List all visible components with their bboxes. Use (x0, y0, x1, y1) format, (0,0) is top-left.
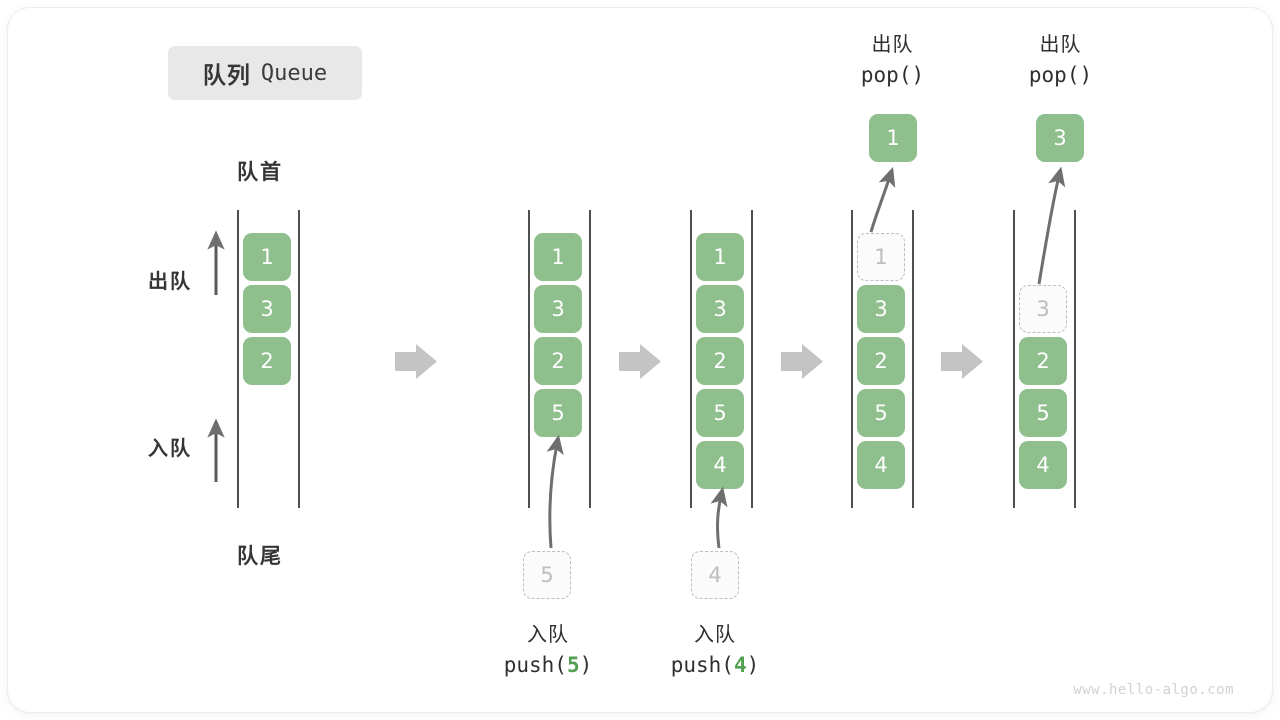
pop-1-caption: 出队 pop() (805, 30, 980, 92)
pop-caption-code: pop() (1028, 63, 1093, 87)
rail-right-col4 (912, 210, 914, 508)
queue-front-label: 队首 (237, 161, 283, 184)
push-code-prefix: push( (670, 653, 734, 677)
title-english: Queue (260, 60, 328, 86)
pop-3-caption: 出队 pop() (973, 30, 1148, 92)
queue-cell: 5 (534, 389, 582, 437)
queue-cell: 3 (696, 285, 744, 333)
queue-cell: 1 (696, 233, 744, 281)
rail-left-col5 (1013, 210, 1015, 508)
rail-left-col3 (690, 210, 692, 508)
popped-ghost-cell: 1 (857, 233, 905, 281)
title-chinese: 队列 (202, 62, 251, 88)
rail-left-col2 (528, 210, 530, 508)
push-4-caption: 入队 push(4) (615, 620, 815, 682)
popped-ghost-cell: 3 (1019, 285, 1067, 333)
push-code-suffix: ) (579, 653, 593, 677)
outgoing-cell: 3 (1036, 114, 1084, 162)
watermark: www.hello-algo.com (1073, 682, 1234, 698)
queue-cell: 4 (1019, 441, 1067, 489)
rail-left-col1 (237, 210, 239, 508)
queue-cell: 2 (857, 337, 905, 385)
push-caption-code: push(5) (448, 650, 648, 682)
pop-caption-chinese: 出队 (871, 34, 914, 56)
queue-cell: 4 (696, 441, 744, 489)
rail-right-col1 (298, 210, 300, 508)
pop-caption-code: pop() (860, 63, 925, 87)
rail-right-col2 (589, 210, 591, 508)
push-caption-chinese: 入队 (694, 624, 736, 646)
push-code-number: 4 (733, 653, 747, 677)
rail-left-col4 (851, 210, 853, 508)
pop-caption-chinese: 出队 (1039, 34, 1082, 56)
rail-right-col5 (1074, 210, 1076, 508)
queue-cell: 2 (1019, 337, 1067, 385)
queue-cell (1019, 233, 1067, 281)
queue-cell: 3 (534, 285, 582, 333)
push-code-suffix: ) (746, 653, 760, 677)
rail-right-col3 (751, 210, 753, 508)
push-caption-code: push(4) (615, 650, 815, 682)
queue-cell: 5 (857, 389, 905, 437)
outgoing-cell: 1 (869, 114, 917, 162)
queue-cell: 1 (534, 233, 582, 281)
diagram-card (8, 8, 1272, 712)
enqueue-direction-label: 入队 (148, 438, 192, 460)
dequeue-direction-label: 出队 (148, 271, 192, 293)
queue-cell: 4 (857, 441, 905, 489)
queue-cell: 3 (857, 285, 905, 333)
diagram-title-badge: 队列 Queue (168, 46, 362, 100)
push-5-caption: 入队 push(5) (448, 620, 648, 682)
queue-cell: 2 (696, 337, 744, 385)
queue-cell: 2 (534, 337, 582, 385)
queue-cell: 5 (1019, 389, 1067, 437)
push-code-number: 5 (566, 653, 580, 677)
queue-cell: 2 (243, 337, 291, 385)
queue-cell: 3 (243, 285, 291, 333)
push-caption-chinese: 入队 (527, 624, 569, 646)
incoming-ghost-cell: 5 (523, 551, 571, 599)
queue-rear-label: 队尾 (237, 545, 283, 568)
push-code-prefix: push( (503, 653, 567, 677)
queue-cell: 1 (243, 233, 291, 281)
incoming-ghost-cell: 4 (691, 551, 739, 599)
queue-cell: 5 (696, 389, 744, 437)
